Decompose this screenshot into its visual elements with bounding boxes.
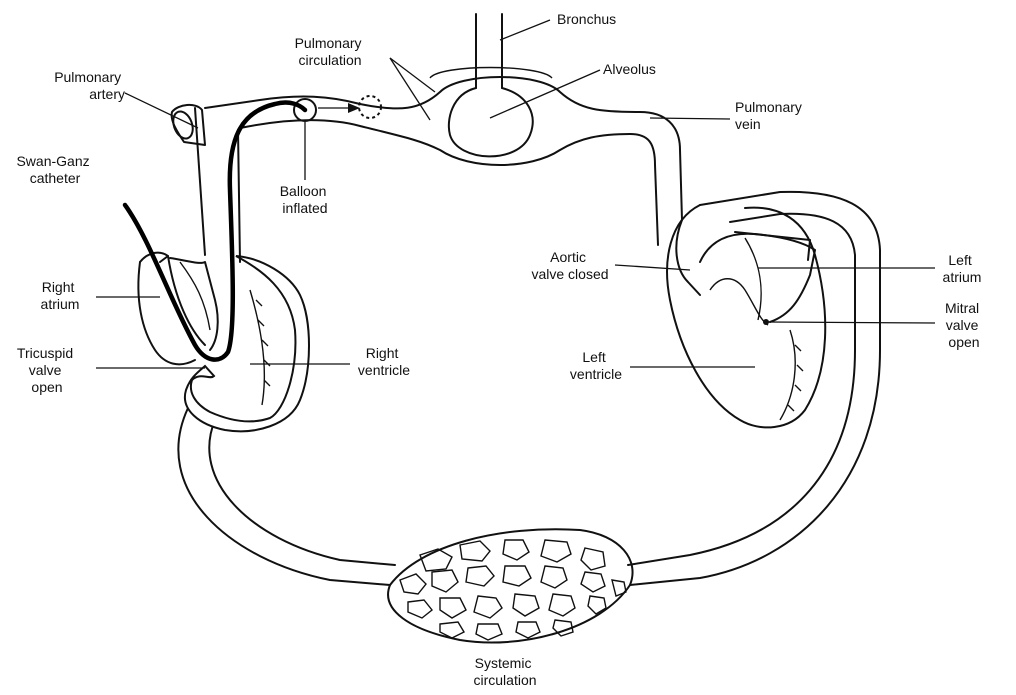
- systemic-circulation-label: Systemic circulation: [473, 655, 536, 688]
- right-ventricle-label: Right ventricle: [358, 345, 410, 378]
- pulmonary-artery-label: Pulmonary artery: [54, 69, 125, 102]
- balloon-inflated-label: Balloon inflated: [280, 183, 331, 216]
- swan-ganz-catheter-label: Swan-Ganz catheter: [16, 153, 93, 186]
- systemic-circulation-vessel: [178, 192, 880, 585]
- left-ventricle-label: Left ventricle: [570, 349, 622, 382]
- left-heart: [667, 205, 825, 427]
- capillary-bed: [388, 529, 632, 642]
- pulmonary-vein-label: Pulmonary vein: [735, 99, 806, 132]
- left-atrium-label: Left atrium: [943, 252, 982, 285]
- mitral-valve-open-label: Mitral valve open: [945, 300, 983, 350]
- swan-ganz-catheter-line: [125, 103, 305, 360]
- aortic-valve-closed-label: Aortic valve closed: [531, 249, 608, 282]
- pulmonary-circulation-label: Pulmonary circulation: [295, 35, 366, 68]
- bronchus-label: Bronchus: [557, 11, 616, 27]
- alveolus-label: Alveolus: [603, 61, 656, 77]
- right-atrium-label: Right atrium: [41, 279, 80, 312]
- tricuspid-valve-open-label: Tricuspid valve open: [17, 345, 77, 395]
- pulmonary-circulation-vessel: [170, 77, 682, 262]
- leader-lines: [96, 20, 935, 368]
- labels: Bronchus Pulmonary circulation Alveolus …: [16, 11, 983, 688]
